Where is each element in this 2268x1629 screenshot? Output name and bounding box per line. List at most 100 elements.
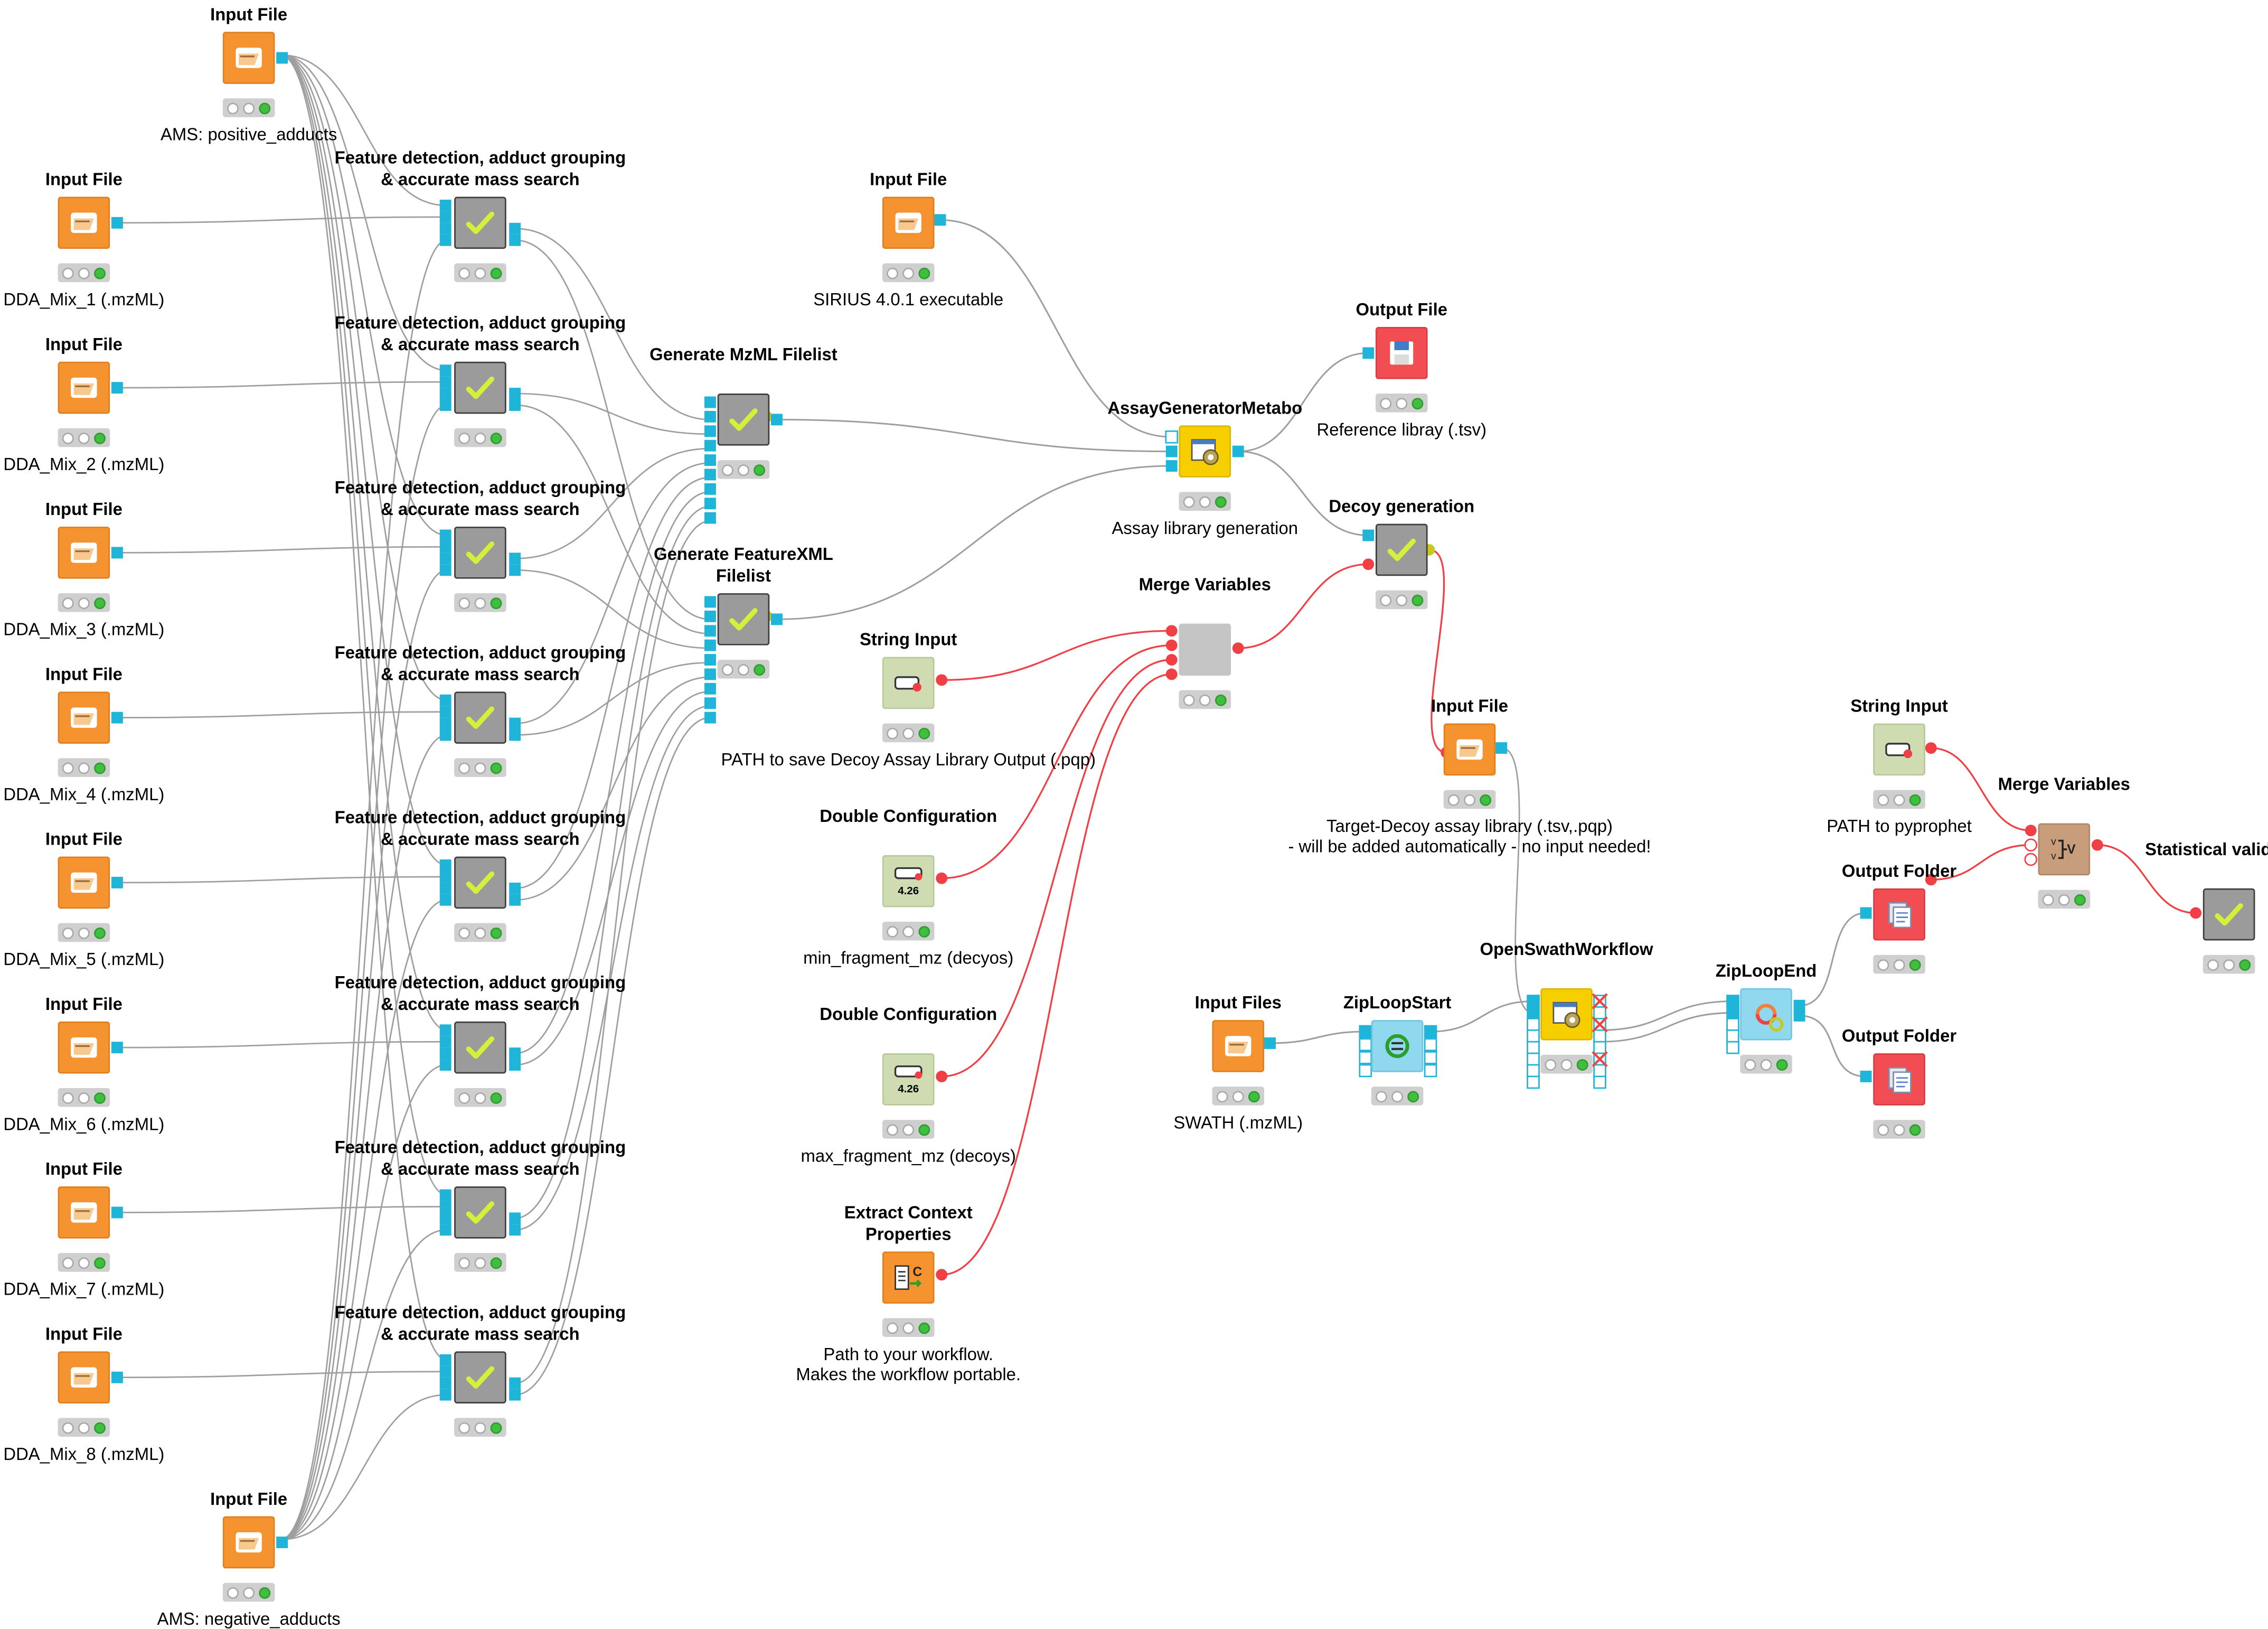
output-port[interactable] (1593, 1075, 1606, 1089)
input-port[interactable] (439, 694, 451, 706)
input-port[interactable] (704, 610, 716, 622)
connection-wire[interactable] (1599, 1000, 1733, 1031)
output-port[interactable] (1593, 1064, 1606, 1078)
node-body[interactable] (1212, 1020, 1265, 1072)
output-port[interactable] (509, 564, 521, 576)
input-port[interactable] (439, 1354, 451, 1366)
output-port[interactable] (1593, 1041, 1606, 1054)
connection-wire[interactable] (515, 447, 710, 559)
input-port[interactable] (439, 1389, 451, 1401)
input-port[interactable] (704, 498, 716, 510)
input-port[interactable] (1727, 1007, 1739, 1019)
connection-wire[interactable] (280, 54, 447, 536)
input-port[interactable] (1527, 1064, 1540, 1078)
connection-wire[interactable] (942, 644, 1172, 879)
connection-wire[interactable] (942, 630, 1172, 681)
flow-variable-port[interactable] (2024, 853, 2038, 866)
connection-wire[interactable] (515, 676, 710, 901)
input-port[interactable] (1860, 907, 1872, 919)
flow-variable-port[interactable] (1362, 558, 1375, 570)
input-port[interactable] (439, 200, 451, 211)
input-port[interactable] (439, 894, 451, 906)
connection-wire[interactable] (116, 711, 447, 719)
connection-wire[interactable] (116, 546, 447, 554)
connection-wire[interactable] (776, 465, 1172, 620)
node-body[interactable] (58, 1021, 110, 1074)
output-port[interactable] (1593, 1006, 1606, 1019)
input-port[interactable] (439, 553, 451, 565)
node-body[interactable] (58, 527, 110, 579)
input-port[interactable] (439, 729, 451, 741)
output-port[interactable] (509, 1377, 521, 1389)
node-body[interactable] (1375, 523, 1428, 576)
node-body[interactable] (1179, 623, 1231, 676)
input-port[interactable] (1359, 1038, 1372, 1052)
node-body[interactable] (454, 1351, 506, 1404)
node-body[interactable] (58, 361, 110, 414)
input-port[interactable] (439, 1212, 451, 1224)
node-body[interactable] (58, 856, 110, 909)
connection-wire[interactable] (116, 1371, 447, 1379)
output-port[interactable] (111, 1206, 123, 1219)
output-port[interactable] (1425, 1026, 1437, 1038)
output-port[interactable] (111, 1371, 123, 1383)
output-port[interactable] (509, 1389, 521, 1401)
connection-wire[interactable] (515, 569, 710, 649)
input-port[interactable] (439, 541, 451, 553)
connection-wire[interactable] (1931, 747, 2031, 831)
output-port[interactable] (509, 1059, 521, 1071)
input-port[interactable] (1165, 430, 1179, 444)
node-body[interactable]: C (882, 1251, 935, 1304)
input-port[interactable] (1359, 1026, 1371, 1038)
flow-variable-port[interactable] (1165, 625, 1178, 637)
input-port[interactable] (1359, 1051, 1372, 1064)
input-port[interactable] (439, 1189, 451, 1201)
input-port[interactable] (439, 1024, 451, 1036)
connection-wire[interactable] (280, 569, 447, 1540)
connection-wire[interactable] (940, 219, 1172, 438)
connection-wire[interactable] (280, 404, 447, 1540)
node-body[interactable] (1873, 888, 1925, 941)
connection-wire[interactable] (515, 462, 710, 724)
node-body[interactable] (717, 593, 770, 645)
connection-wire[interactable] (1238, 563, 1369, 649)
connection-wire[interactable] (942, 673, 1172, 1276)
input-port[interactable] (1362, 529, 1375, 541)
input-port[interactable] (439, 388, 451, 400)
connection-wire[interactable] (776, 418, 1172, 453)
output-port[interactable] (1593, 1029, 1606, 1043)
output-port[interactable] (1264, 1037, 1276, 1049)
output-port[interactable] (509, 1212, 521, 1224)
connection-wire[interactable] (515, 520, 710, 1384)
connection-wire[interactable] (280, 1394, 447, 1540)
input-port[interactable] (439, 859, 451, 871)
connection-wire[interactable] (280, 1064, 447, 1540)
input-port[interactable] (439, 364, 451, 377)
input-port[interactable] (704, 639, 716, 651)
node-body[interactable] (454, 856, 506, 909)
connection-wire[interactable] (1599, 1012, 1733, 1043)
connection-wire[interactable] (515, 717, 710, 1396)
connection-wire[interactable] (1270, 1031, 1366, 1044)
connection-wire[interactable] (1429, 549, 1447, 754)
input-port[interactable] (1527, 1007, 1539, 1019)
output-port[interactable] (1424, 1051, 1437, 1064)
connection-wire[interactable] (2097, 844, 2196, 914)
input-port[interactable] (1527, 1018, 1540, 1031)
input-port[interactable] (704, 625, 716, 637)
node-body[interactable] (1443, 723, 1496, 776)
output-port[interactable] (1495, 742, 1508, 754)
connection-wire[interactable] (515, 404, 710, 635)
output-port[interactable] (509, 388, 521, 400)
node-body[interactable] (454, 1186, 506, 1239)
node-body[interactable] (454, 361, 506, 414)
output-port[interactable] (1793, 999, 1805, 1012)
input-port[interactable] (439, 882, 451, 894)
input-port[interactable] (439, 1224, 451, 1236)
input-port[interactable] (439, 376, 451, 388)
flow-variable-port[interactable] (1165, 654, 1178, 666)
input-port[interactable] (1165, 460, 1178, 472)
input-port[interactable] (704, 396, 716, 408)
node-body[interactable] (882, 657, 935, 709)
output-port[interactable] (509, 894, 521, 906)
